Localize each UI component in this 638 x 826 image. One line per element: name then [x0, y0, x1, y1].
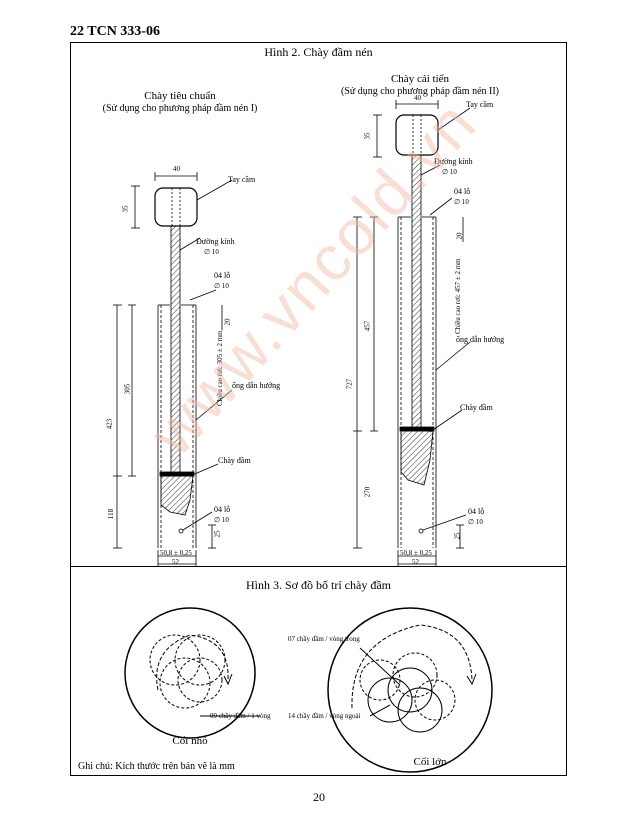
std-dim-base: 118 — [107, 508, 116, 520]
std-dim-width: 40 — [173, 165, 180, 173]
imp-dim-foot: 50,8 ± 0,25 — [400, 549, 432, 557]
std-diameter-value: ∅ 10 — [204, 248, 219, 256]
large-mold-inner-note: 07 chầy đầm / vòng trong — [288, 635, 360, 643]
std-dim-foot: 50,8 ± 0,25 — [160, 549, 192, 557]
std-guide-tube: ống dẫn hướng — [232, 381, 281, 390]
large-mold-label: Cối lớn — [413, 756, 447, 768]
standard-rammer — [113, 172, 233, 567]
figure-divider — [70, 566, 567, 567]
std-holes-label: 04 lỗ — [214, 271, 231, 280]
imp-rammer-label: Chày đầm — [460, 403, 493, 412]
std-hole-bottom-label: 04 lỗ — [214, 505, 231, 514]
figure3-title: Hình 3. Sơ đồ bố trí chày đầm — [246, 578, 391, 592]
page-number: 20 — [313, 790, 325, 804]
std-dim-foot-outer: 52 — [172, 558, 179, 566]
standard-rammer-title: Chày tiêu chuẩn — [144, 90, 216, 102]
imp-holes-value: ∅ 10 — [454, 198, 469, 206]
imp-guide-tube: ống dẫn hướng — [456, 335, 505, 344]
small-mold-label: Cối nhỏ — [172, 735, 208, 747]
small-mold-note: 09 chầy đầm / 1 vòng — [210, 712, 271, 720]
imp-dim-bottom: 25 — [453, 532, 462, 540]
imp-dim-drop: 457 — [363, 320, 372, 332]
footer-note: Ghi chú: Kích thước trên bản vẽ là mm — [78, 761, 235, 772]
std-dim-drop: 305 — [123, 383, 132, 395]
imp-drop-height: Chiều cao rơi: 457 ± 2 mm — [454, 258, 462, 334]
large-mold-outer-note: 14 chầy đầm / vòng ngoài — [288, 712, 361, 720]
imp-hole-bottom-value: ∅ 10 — [468, 518, 483, 526]
imp-diameter-value: ∅ 10 — [442, 168, 457, 176]
figure-frame — [70, 42, 567, 776]
std-diameter-label: Đường kính — [196, 237, 235, 246]
improved-rammer-title: Chày cải tiến — [390, 73, 450, 85]
imp-diameter-label: Đường kính — [434, 157, 473, 166]
imp-dim-width: 40 — [414, 94, 421, 102]
standard-code: 22 TCN 333-06 — [70, 24, 160, 39]
std-dim-handle: 35 — [121, 205, 130, 213]
imp-dim-base: 270 — [363, 486, 372, 498]
imp-dim-handle: 35 — [363, 132, 372, 140]
improved-rammer — [353, 100, 471, 567]
std-handle-label: Tay cầm — [228, 175, 256, 184]
imp-dim-tube: 727 — [345, 378, 354, 390]
improved-rammer-subtitle: (Sử dụng cho phương pháp đầm nén II) — [340, 86, 500, 97]
imp-hole-bottom-label: 04 lỗ — [468, 507, 485, 516]
std-dim-bottom: 25 — [213, 530, 222, 538]
std-holes-value: ∅ 10 — [214, 282, 229, 290]
std-dim-tube: 423 — [105, 418, 114, 430]
std-rammer-label: Chày đầm — [218, 456, 251, 465]
large-mold-diagram — [327, 607, 493, 773]
imp-holes-label: 04 lỗ — [454, 187, 471, 196]
imp-dim-foot-outer: 52 — [412, 558, 419, 566]
figure2-title: Hình 2. Chày đầm nén — [264, 45, 373, 59]
standard-rammer-subtitle: (Sử dụng cho phương pháp đầm nén I) — [102, 103, 258, 114]
imp-handle-label: Tay cầm — [466, 100, 494, 109]
small-mold-diagram — [124, 607, 260, 739]
std-hole-bottom-value: ∅ 10 — [214, 516, 229, 524]
